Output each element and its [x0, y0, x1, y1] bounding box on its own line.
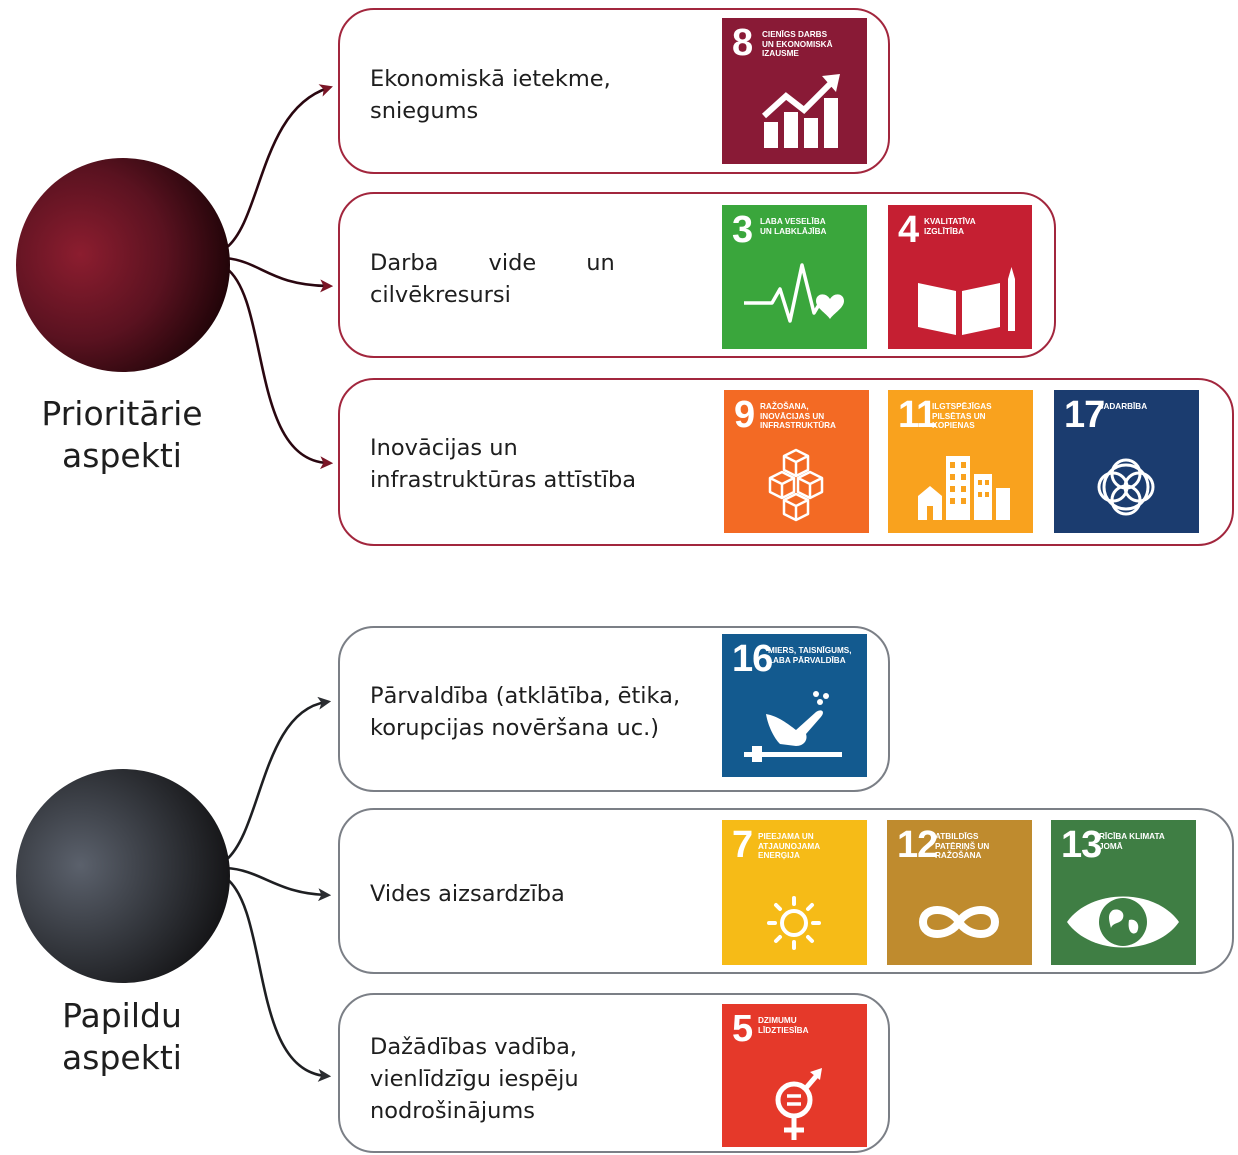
- connector-arrow: [225, 696, 332, 861]
- priority-group-circle: [16, 158, 230, 372]
- connector-arrow: [225, 876, 332, 1082]
- sdg-tile-13: 13 RĪCĪBA KLIMATA JOMĀ: [1051, 820, 1196, 965]
- gender-equality-icon: [775, 1068, 822, 1140]
- growth-chart-icon: [761, 74, 840, 148]
- aspect-box-text: Vides aizsardzība: [370, 881, 565, 907]
- heartbeat-icon: [744, 263, 844, 323]
- connector-arrow: [225, 256, 334, 293]
- aspect-box-text: Dažādības vadība, vienlīdzīgu iespēju no…: [370, 1034, 579, 1124]
- sdg-tile-12: 12 ATBILDĪGS PATĒRIŅŠ UN RAŽOŠANA: [887, 820, 1032, 965]
- connector-arrow: [225, 266, 334, 470]
- book-pencil-icon: [918, 267, 1015, 335]
- sdg-tile-11: 11 ILGTSPĒJĪGAS PILSĒTAS UN KOPIENAS: [888, 390, 1033, 533]
- priority-group-label: Prioritārie aspekti: [41, 394, 203, 475]
- additional-group-circle: [16, 769, 230, 983]
- infinity-icon: [918, 906, 1000, 938]
- connector-arrow: [225, 866, 332, 902]
- sdg-tile-3: 3 LABA VESELĪBA UN LABKLĀJĪBA: [722, 205, 867, 349]
- aspect-box-text: Pārvaldība (atklātība, ētika, korupcijas…: [370, 683, 681, 741]
- sdg-tile-17: 17 SADARBĪBA: [1054, 390, 1199, 533]
- city-icon: [918, 456, 1010, 520]
- sdg-tile-8: 8 CIENĪGS DARBS UN EKONOMISKĀ IZAUSME: [722, 18, 867, 164]
- cubes-icon: [768, 448, 824, 522]
- dove-gavel-icon: [744, 691, 842, 762]
- aspect-box-text: Ekonomiskā ietekme, sniegums: [370, 66, 611, 124]
- sdg-tile-4: 4 KVALITATĪVA IZGLĪTĪBA: [888, 205, 1032, 349]
- aspect-box-text: Inovācijas un infrastruktūras attīstība: [370, 435, 637, 493]
- additional-group-label: Papildu aspekti: [62, 996, 182, 1077]
- sdg-tile-5: 5 DZIMUMU LĪDZTIESĪBA: [722, 1004, 867, 1147]
- connector-arrow: [225, 84, 333, 250]
- rings-icon: [1097, 458, 1155, 516]
- sun-icon: [767, 896, 821, 950]
- sdg-tile-9: 9 RAŽOŠANA, INOVĀCIJAS UN INFRASTRUKTŪRA: [724, 390, 869, 533]
- earth-eye-icon: [1067, 896, 1179, 948]
- sdg-tile-16: 16 MIERS, TAISNĪGUMS, LABA PĀRVALDĪBA: [722, 634, 867, 777]
- aspect-box-text: Darba vide un cilvēkresursi: [370, 250, 615, 308]
- sdg-tile-7: 7 PIEEJAMA UN ATJAUNOJAMA ENERĢIJA: [722, 820, 867, 965]
